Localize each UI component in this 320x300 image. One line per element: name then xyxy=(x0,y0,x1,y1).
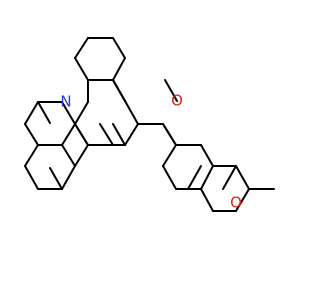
bond-layer xyxy=(24,37,275,212)
bond-line xyxy=(187,165,202,190)
bond-line xyxy=(74,144,89,167)
bond-line xyxy=(124,100,139,125)
bond-line xyxy=(124,123,139,146)
molecule-structure: N O O xyxy=(24,37,275,212)
bond-line xyxy=(61,123,76,146)
bond-line xyxy=(74,57,89,81)
bond-line xyxy=(112,57,126,81)
bond-line xyxy=(200,144,214,167)
bond-line xyxy=(200,188,214,212)
bond-line xyxy=(99,123,114,146)
structure-canvas: N O O xyxy=(24,37,275,212)
bond-line xyxy=(24,101,39,125)
bond-line xyxy=(162,123,177,146)
nitrogen-atom-label: N xyxy=(60,93,71,111)
bond-line xyxy=(74,101,89,125)
methoxy-oxygen-atom-label: O xyxy=(230,194,242,212)
bond-line xyxy=(24,144,39,167)
bond-line xyxy=(24,123,39,146)
carbonyl-oxygen-atom-label: O xyxy=(171,92,183,110)
bond-line xyxy=(200,165,214,190)
bond-line xyxy=(112,37,126,59)
bond-line xyxy=(74,123,89,146)
bond-line xyxy=(222,165,237,190)
bond-line xyxy=(61,144,76,167)
bond-line xyxy=(162,165,177,190)
bond-line xyxy=(61,101,76,125)
bond-line xyxy=(61,165,76,190)
bond-line xyxy=(235,188,250,212)
bond-line xyxy=(24,165,39,190)
bond-line xyxy=(164,79,178,102)
bond-line xyxy=(49,167,63,190)
bond-line xyxy=(235,165,250,190)
bond-line xyxy=(37,101,51,124)
bond-line xyxy=(112,79,126,102)
bond-line xyxy=(112,123,126,146)
atom-label-layer: N O O xyxy=(60,92,242,212)
bond-line xyxy=(162,144,177,167)
bond-line xyxy=(74,37,89,59)
